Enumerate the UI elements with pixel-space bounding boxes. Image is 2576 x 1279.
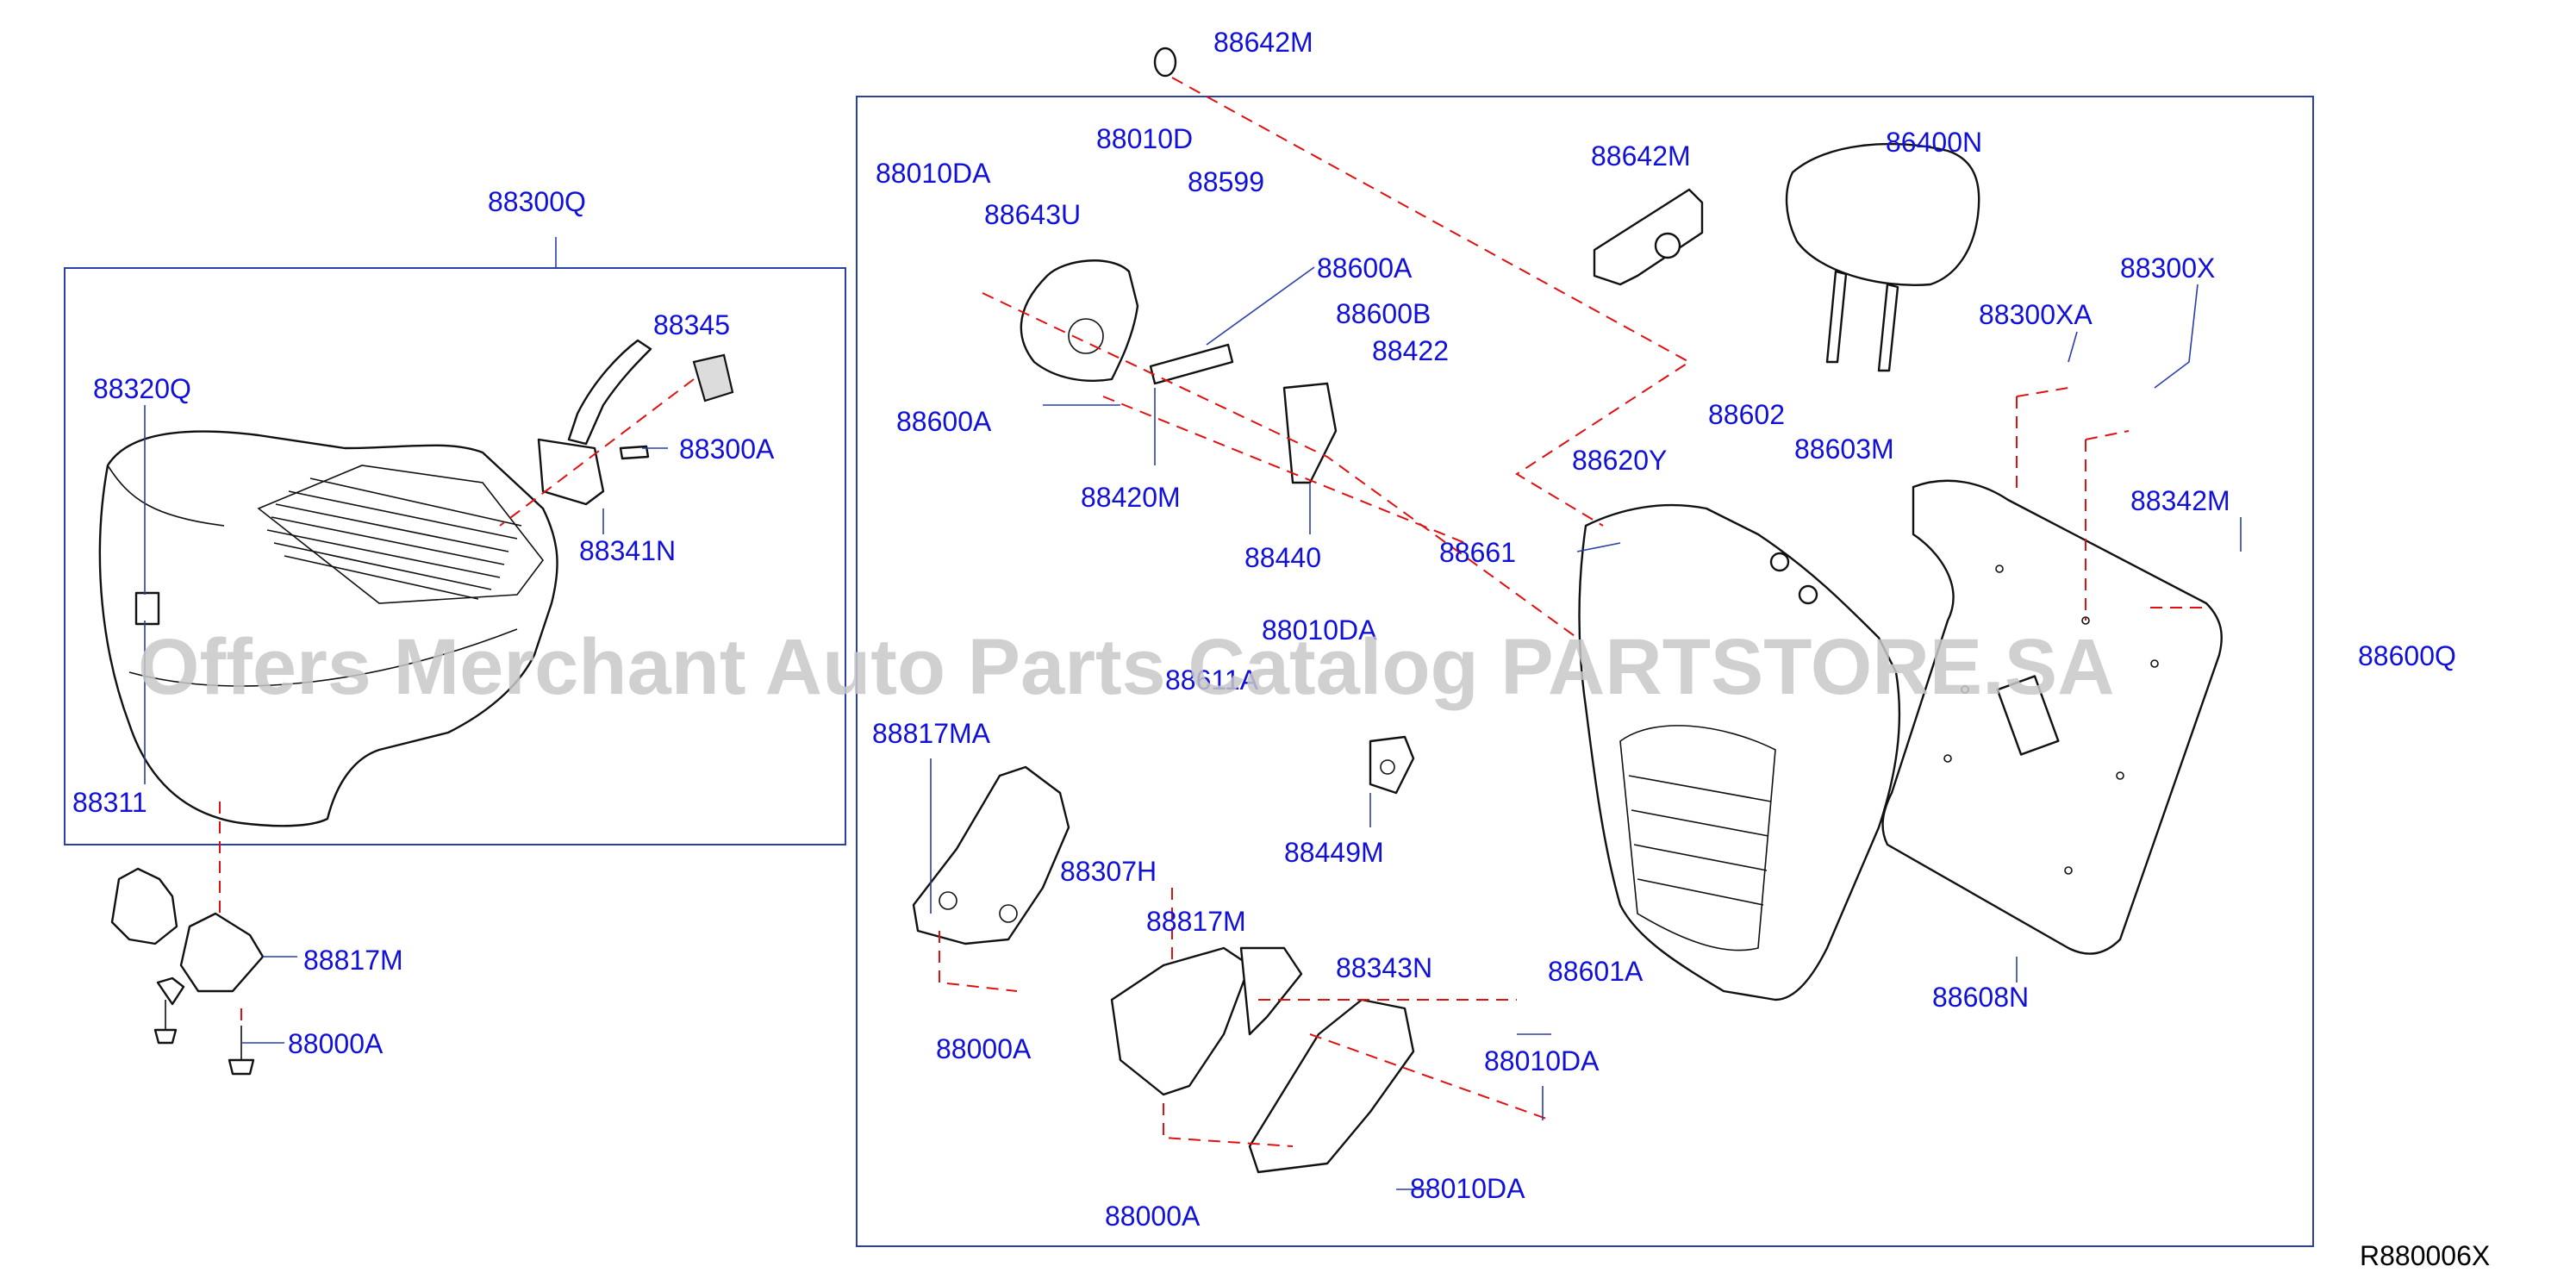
label-88817M-left[interactable]: 88817M [303,945,403,976]
label-88010DA-d[interactable]: 88010DA [1410,1173,1525,1204]
seatback-stitching [1628,775,1772,906]
watermark-text: Offers Merchant Auto Parts Catalog PARTS… [138,623,2115,711]
right-group-frame [856,96,2314,1247]
hook-88311 [134,591,160,626]
label-88300XA[interactable]: 88300XA [1979,299,2093,330]
label-88599[interactable]: 88599 [1188,166,1264,197]
label-88449M[interactable]: 88449M [1284,837,1384,868]
lower-brackets-drawing [912,735,1415,1174]
label-88600Q[interactable]: 88600Q [2358,640,2456,671]
label-88601A[interactable]: 88601A [1548,956,1644,987]
label-86400N[interactable]: 86400N [1886,127,1982,158]
label-88345[interactable]: 88345 [653,309,730,340]
back-panel-drawing [1881,479,2223,955]
label-88643U[interactable]: 88643U [984,199,1081,230]
label-88000A-left[interactable]: 88000A [288,1028,384,1059]
part-labels: 88642M 88300Q 88345 88320Q 88300A 88341N… [72,27,2456,1232]
label-88000A-bot[interactable]: 88000A [1105,1201,1201,1232]
label-88343N[interactable]: 88343N [1336,952,1432,983]
label-88010D[interactable]: 88010D [1096,123,1193,154]
label-88010DA-b[interactable]: 88010DA [1262,615,1377,646]
label-88300A[interactable]: 88300A [679,434,775,465]
label-88320Q[interactable]: 88320Q [93,373,191,404]
label-88342M[interactable]: 88342M [2130,485,2230,516]
label-88602[interactable]: 88602 [1708,399,1785,430]
label-88010DA-c[interactable]: 88010DA [1484,1045,1600,1076]
label-88010DA-a[interactable]: 88010DA [876,158,991,189]
recliner-cover-drawing [1020,259,1338,484]
seatback-drawing [1578,503,1901,1001]
label-88620Y[interactable]: 88620Y [1572,445,1667,476]
label-88311[interactable]: 88311 [72,787,147,818]
label-88307H[interactable]: 88307H [1060,856,1157,887]
left-group-frame [64,267,846,845]
label-88000A-mid[interactable]: 88000A [936,1033,1032,1064]
label-88422[interactable]: 88422 [1372,335,1449,366]
label-88600A-a[interactable]: 88600A [1317,253,1413,284]
label-88440[interactable]: 88440 [1244,542,1321,573]
label-88661[interactable]: 88661 [1439,537,1516,568]
leader-lines [144,237,2242,1190]
left-hinge-drawing [110,867,265,1076]
bracket-88642M-drawing [1153,47,1704,286]
label-88611A[interactable]: 88611A [1165,664,1259,696]
label-88608N[interactable]: 88608N [1932,982,2029,1013]
label-88817M-mid[interactable]: 88817M [1146,906,1246,937]
cushion-stitching [266,477,522,600]
label-88420M[interactable]: 88420M [1081,482,1181,513]
label-88603M[interactable]: 88603M [1794,434,1894,465]
label-88642M-top[interactable]: 88642M [1213,27,1313,58]
label-88817MA[interactable]: 88817MA [872,718,991,749]
alignment-lines [219,77,2206,1147]
label-88300Q[interactable]: 88300Q [488,186,586,217]
label-88642M-mid[interactable]: 88642M [1591,140,1691,172]
label-88600A-b[interactable]: 88600A [896,406,992,437]
label-88300X[interactable]: 88300X [2120,253,2215,284]
label-88341N[interactable]: 88341N [579,535,676,566]
seat-cushion-drawing [98,430,558,827]
headrest-drawing [1785,142,1980,372]
label-88600B[interactable]: 88600B [1336,298,1431,329]
diagram-code: R880006X [2360,1240,2490,1271]
cushion-handle-drawing [537,339,734,506]
